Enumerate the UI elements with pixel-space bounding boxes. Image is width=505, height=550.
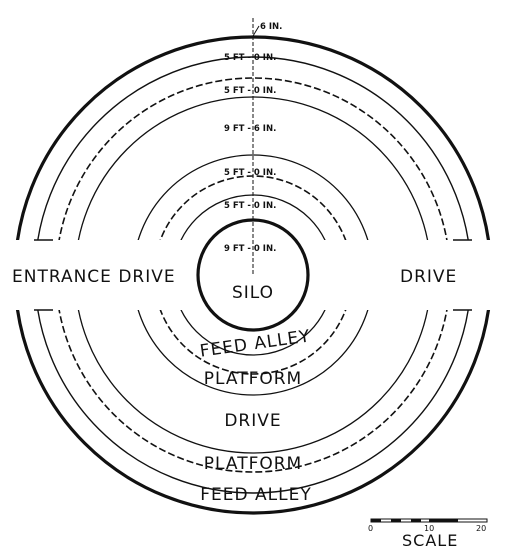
scale-title: SCALE — [402, 531, 458, 550]
dimension-label: 5 FT - 0 IN. — [224, 168, 276, 178]
dimension-label: 5 FT - 0 IN. — [224, 86, 276, 96]
scale-bar: 0 10 20 SCALE — [368, 518, 488, 550]
drive-label-right: DRIVE — [400, 267, 457, 287]
dimension-label: 9 FT - 0 IN. — [224, 244, 276, 254]
scale-tick-20: 20 — [476, 524, 486, 533]
dimension-label: 5 FT - 0 IN. — [224, 53, 276, 63]
dimension-label: 5 FT - 0 IN. — [224, 201, 276, 211]
scale-tick-0: 0 — [368, 524, 373, 533]
platform-inner-label: PLATFORM — [204, 369, 302, 389]
feed-alley-inner-label: FEED ALLEY — [199, 326, 312, 361]
scale-tick-10: 10 — [424, 524, 434, 533]
dimension-label: 6 IN. — [260, 22, 282, 32]
feed-alley-outer-label: FEED ALLEY — [200, 485, 311, 505]
silo-label: SILO — [232, 283, 274, 303]
dimension-label: 9 FT - 6 IN. — [224, 124, 276, 134]
entrance-drive-label: ENTRANCE DRIVE — [12, 267, 176, 287]
drive-center-label: DRIVE — [224, 411, 281, 431]
platform-outer-label: PLATFORM — [204, 454, 302, 474]
